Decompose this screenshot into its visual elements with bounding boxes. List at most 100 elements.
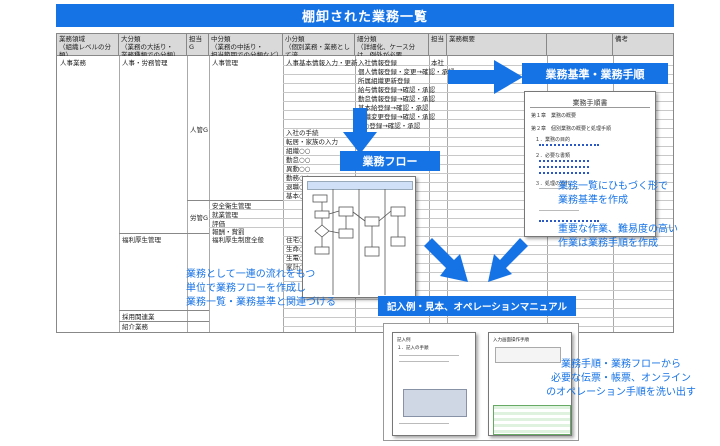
label-flow: 業務フロー	[340, 151, 440, 171]
flow-chart-graphic	[312, 189, 406, 295]
cell-tanto: 本社	[431, 59, 444, 67]
note-line: 作業は業務手順を作成	[558, 238, 658, 249]
grid-row-line	[283, 128, 673, 129]
header-tanto-g: 担当G	[187, 34, 209, 56]
header-blank	[547, 34, 613, 56]
cell-saibunrui: ○○登録→確認・承認	[358, 122, 421, 130]
manual-sample-doc: 記入例 １．記入の手順	[392, 332, 476, 436]
row-divider	[119, 310, 209, 311]
form-sample	[495, 347, 561, 363]
row-divider	[209, 209, 283, 210]
cell-saibunrui: 基本給登録→確認・承認	[358, 104, 429, 112]
cell-chubunrui: 人事管理	[212, 59, 238, 67]
grid-row-line	[283, 65, 673, 66]
column-divider	[187, 56, 188, 332]
cell-daibunrui: 紹介業務	[122, 323, 148, 331]
cell-chubunrui: 就業管理	[212, 211, 238, 219]
doc-rule	[530, 107, 650, 108]
header-saibunrui: 細分類 （詳細化、ケース分け、例外が必要 な場合）	[355, 34, 429, 56]
column-divider	[447, 56, 448, 332]
grid-row-line	[283, 173, 673, 174]
cell-shobunrui: 勤務○○	[286, 174, 311, 182]
grid-row-line	[283, 209, 673, 210]
cell-shobunrui: 入社の手続	[286, 129, 319, 137]
doc-line: 記入例	[397, 338, 411, 343]
doc-link-line	[539, 144, 599, 146]
note-line: 業務一覧・業務基準と関連づける	[186, 297, 336, 308]
doc-line: １．記入の手順	[397, 346, 429, 351]
cell-saibunrui: 個人情報登録・変更→確認・承認	[358, 68, 455, 76]
grid-row-line	[283, 101, 673, 102]
cell-shobunrui: 基本○○	[286, 192, 311, 200]
header-ryoiki: 業務領域 （組織レベルの分類）	[57, 34, 119, 56]
cell-tanto-g: 労管G	[190, 214, 209, 222]
doc-text-line	[399, 423, 449, 424]
doc-line: ２．必要な書類	[535, 153, 571, 159]
arrow-to-kijun	[448, 60, 523, 94]
doc-line: 入力画面操作手順	[493, 338, 529, 343]
grid-row-line	[283, 254, 673, 255]
grid-row-line	[283, 164, 673, 165]
cell-shobunrui: 勤怠○○	[286, 156, 311, 164]
column-divider	[119, 56, 120, 332]
doc-line: １．業務の目的	[535, 137, 571, 143]
cell-daibunrui: 福利厚生管理	[122, 236, 161, 244]
cell-saibunrui: 給与情報登録→確認・承認	[358, 86, 435, 94]
row-divider	[119, 321, 209, 322]
cell-shobunrui: 家計○○	[286, 263, 311, 271]
note-line: 単位で業務フローを作成し	[186, 283, 306, 294]
doc-text-line	[399, 355, 459, 356]
cell-chubunrui: 報酬・賞罰	[212, 228, 245, 236]
doc-link-line	[539, 220, 599, 222]
column-divider	[209, 56, 210, 332]
cell-saibunrui: 役職変更登録→確認・承認	[358, 113, 435, 121]
header-biko: 備考	[615, 35, 628, 43]
doc-text-line	[539, 210, 579, 211]
arrow-kijun-to-manual	[488, 238, 528, 282]
note-hard-task: 重要な作業、難易度の高い 作業は業務手順を作成	[558, 223, 678, 251]
header-gaiyo: 業務概要	[447, 34, 547, 56]
grid-row-line	[283, 263, 673, 264]
table-header: 業務領域 （組織レベルの分類） 大分類 （業務の大括り・ 業務種類での分類） 担…	[57, 34, 673, 56]
note-line: 業務基準を作成	[558, 195, 628, 206]
title-banner: 棚卸された業務一覧	[56, 4, 674, 27]
grid-row-line	[283, 236, 673, 237]
note-line: 業務として一連の流れをもつ	[186, 269, 316, 280]
table-sample	[493, 405, 571, 435]
doc-text-line	[539, 188, 579, 189]
grid-row-line	[283, 110, 673, 111]
cell-shobunrui: 生電○○	[286, 254, 311, 262]
doc-link-line	[539, 172, 589, 174]
doc-line: ３．処理の流れ	[535, 181, 571, 187]
arrow-flow-to-manual	[424, 238, 468, 282]
label-manual-text: 記入例・見本、オペレーションマニュアル	[386, 302, 568, 313]
header-daibunrui: 大分類 （業務の大括り・ 業務種類での分類）	[119, 34, 187, 56]
cell-saibunrui: 所属組織更新登録	[358, 77, 410, 85]
note-kijun: 業務一覧にひもづく形で 業務基準を作成	[558, 180, 668, 208]
doc-link-line	[539, 166, 589, 168]
grid-row-line	[283, 317, 673, 318]
screenshot-sample	[403, 389, 467, 417]
grid-row-line	[283, 281, 673, 282]
grid-row-line	[283, 119, 673, 120]
cell-shobunrui: 組織○○	[286, 147, 311, 155]
note-line: のオペレーション手順を洗い出す	[546, 387, 696, 398]
note-flow: 業務として一連の流れをもつ 単位で業務フローを作成し 業務一覧・業務基準と関連づ…	[186, 268, 336, 310]
row-divider	[119, 233, 209, 234]
cell-tanto-g: 人管G	[190, 126, 209, 134]
cell-shobunrui: 異動○○	[286, 165, 311, 173]
cell-shobunrui: 転居・家族の入力	[286, 138, 338, 146]
grid-row-line	[283, 155, 673, 156]
column-divider	[283, 56, 284, 332]
cell-shobunrui: 退職○○	[286, 183, 311, 191]
doc-text-line	[399, 361, 449, 362]
grid-row-line	[283, 137, 673, 138]
flow-document	[302, 176, 416, 298]
cell-shobunrui: 生命○○	[286, 245, 311, 253]
doc-line: 第１章 業務の概要	[531, 113, 577, 119]
flow-header-bar	[307, 181, 413, 190]
grid-row-line	[283, 227, 673, 228]
label-kijun-tejun: 業務基準・業務手順	[522, 63, 668, 84]
procedure-document: 業務手順書 第１章 業務の概要 第２章 個別業務の概要と処理手順 １．業務の目的…	[524, 91, 656, 237]
grid-row-line	[283, 245, 673, 246]
